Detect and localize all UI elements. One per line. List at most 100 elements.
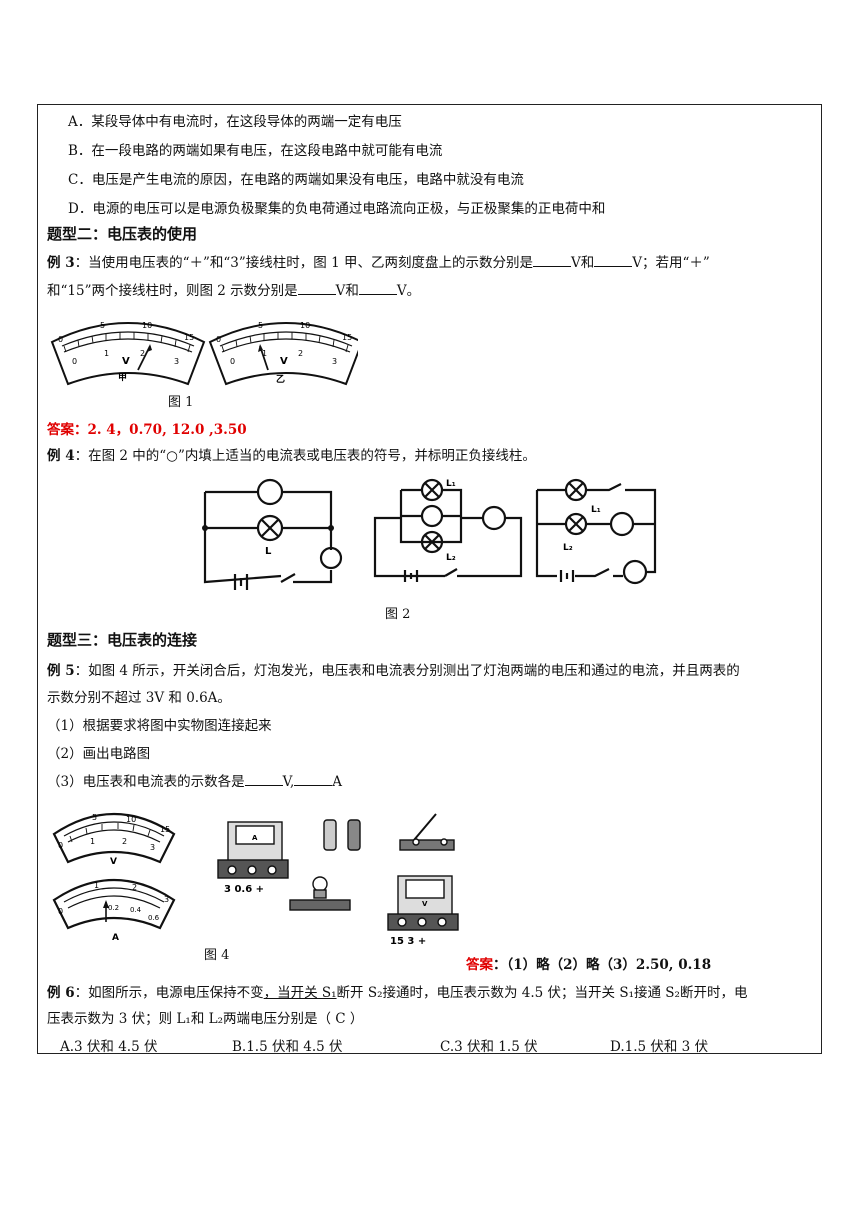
ammeter-device (217, 821, 289, 879)
lamp-holder (289, 876, 351, 911)
battery-cells (323, 819, 361, 851)
answer-blank[interactable] (297, 282, 336, 295)
answer-blank[interactable] (294, 773, 333, 786)
svg-text:0.6: 0.6 (148, 914, 160, 922)
answer-text: ：（1）略（2）略（3）2.50, 0.18 (493, 957, 712, 973)
svg-text:V: V (422, 900, 428, 908)
svg-text:1: 1 (90, 837, 95, 846)
ammeter-terminal-labels: 3 0.6 + (224, 884, 264, 895)
choice-c: C.3 伏和 1.5 伏 (440, 1039, 538, 1055)
example-6-line2: 压表示数为 3 伏；则 L₁和 L₂两端电压分别是（ C ） (47, 1011, 364, 1027)
answer-label: 答案 (466, 957, 493, 973)
scale-bottom-3: 3 (332, 357, 337, 366)
scale-top-15: 15 (184, 333, 194, 342)
example-5-line1: 例 5：如图 4 所示，开关闭合后，灯泡发光，电压表和电流表分别测出了灯泡两端的… (47, 663, 740, 679)
lamp-label-l: L (265, 546, 272, 557)
ammeter-dial: 0 1 2 3 0.2 0.4 0.6 A (52, 878, 176, 943)
scale-bottom-1: 1 (104, 349, 109, 358)
svg-text:0: 0 (58, 907, 63, 916)
example-5-item2: （2）画出电路图 (47, 746, 151, 762)
scale-bottom-1: 1 (262, 349, 267, 358)
meter-unit-v: V (122, 356, 130, 367)
junction-dot (328, 525, 334, 531)
option-c: C．电压是产生电流的原因，在电路的两端如果没有电压，电路中就没有电流 (68, 172, 524, 188)
example-label: 例 3 (47, 255, 75, 271)
svg-text:2: 2 (122, 837, 127, 846)
svg-text:A: A (252, 834, 258, 842)
junction-dot (202, 525, 208, 531)
svg-text:1: 1 (94, 881, 99, 890)
meter-dial-left: 0 5 10 15 0 1 2 3 V 甲 (50, 321, 206, 386)
choice-b: B.1.5 伏和 4.5 伏 (232, 1039, 343, 1055)
scale-bottom-0: 0 (72, 357, 77, 366)
example-5-item1: （1）根据要求将图中实物图连接起来 (47, 718, 272, 734)
choice-d: D.1.5 伏和 3 伏 (610, 1039, 709, 1055)
example-4-line: 例 4：在图 2 中的“○”内填上适当的电流表或电压表的符号，并标明正负接线柱。 (47, 448, 536, 464)
voltmeter-unit: V (110, 857, 117, 867)
scale-top-15: 15 (342, 333, 352, 342)
circuit-2 (373, 478, 523, 582)
option-d: D．电源的电压可以是电源负极聚集的负电荷通过电路流向正极，与正极聚集的正电荷中和 (68, 201, 606, 217)
answer-label: 答案 (47, 422, 74, 438)
example-5-answer: 答案：（1）略（2）略（3）2.50, 0.18 (466, 953, 711, 973)
ammeter-unit: A (112, 933, 119, 943)
svg-text:3: 3 (150, 843, 155, 852)
figure-2-caption: 图 2 (385, 607, 411, 622)
scale-bottom-2: 2 (298, 349, 303, 358)
voltmeter-device (387, 875, 459, 931)
scale-top-5: 5 (258, 321, 263, 330)
circuit-3 (535, 478, 657, 585)
answer-blank[interactable] (244, 773, 283, 786)
svg-text:2: 2 (132, 883, 137, 892)
figure-1-caption: 图 1 (168, 395, 194, 410)
svg-text:0: 0 (58, 841, 63, 850)
answer-blank[interactable] (358, 282, 397, 295)
lamp-label-l1: L₁ (591, 505, 601, 515)
voltmeter-dial: 0 5 10 15 1 2 3 V (52, 812, 176, 867)
option-a: A．某段导体中有电流时，在这段导体的两端一定有电压 (68, 114, 402, 130)
knife-switch (399, 813, 455, 851)
svg-text:3: 3 (164, 895, 169, 904)
circuit-1 (203, 478, 343, 590)
answer-blank[interactable] (532, 254, 571, 267)
svg-text:15: 15 (160, 825, 170, 834)
answer-text: ：2. 4，0.70, 12.0 ,3.50 (74, 422, 247, 438)
scale-bottom-2: 2 (140, 349, 145, 358)
lamp-label-l2: L₂ (446, 553, 456, 563)
scale-top-0: 0 (58, 335, 63, 344)
scale-bottom-3: 3 (174, 357, 179, 366)
scale-top-5: 5 (100, 321, 105, 330)
voltmeter-terminal-labels: 15 3 + (390, 936, 426, 947)
figure-2: L L₁ L₂ L₁ L₂ (202, 478, 657, 590)
choice-a: A.3 伏和 4.5 伏 (60, 1039, 158, 1055)
example-label: 例 5 (47, 663, 75, 679)
lamp-label-l1: L₁ (446, 479, 456, 489)
svg-text:5: 5 (92, 813, 97, 822)
example-label: 例 6 (47, 985, 75, 1001)
figure-1: 0 5 10 15 0 1 2 3 V 甲 0 5 10 15 0 1 2 3 … (50, 321, 358, 386)
example-6-line1: 例 6：如图所示，电源电压保持不变，当开关 S₁断开 S₂接通时，电压表示数为 … (47, 985, 748, 1001)
example-3-answer: 答案：2. 4，0.70, 12.0 ,3.50 (47, 418, 247, 438)
meter-label-yi: 乙 (276, 374, 285, 385)
svg-text:10: 10 (126, 815, 136, 824)
meter-label-jia: 甲 (118, 372, 127, 383)
figure-4: 0 5 10 15 1 2 3 V 0 1 2 3 0.2 0.4 0.6 A … (52, 812, 459, 947)
example-3-line1: 例 3：当使用电压表的“＋”和“3”接线柱时，图 1 甲、乙两刻度盘上的示数分别… (47, 254, 710, 271)
option-b: B．在一段电路的两端如果有电压，在这段电路中就可能有电流 (68, 143, 443, 159)
meter-dial-right: 0 5 10 15 0 1 2 3 V 乙 (208, 321, 358, 386)
scale-top-10: 10 (300, 321, 310, 330)
answer-blank[interactable] (594, 254, 633, 267)
figure-4-caption: 图 4 (204, 948, 230, 963)
section-heading: 题型三：电压表的连接 (47, 631, 198, 649)
example-label: 例 4 (47, 448, 75, 464)
svg-text:0.4: 0.4 (130, 906, 142, 914)
scale-top-10: 10 (142, 321, 152, 330)
scale-top-0: 0 (216, 335, 221, 344)
svg-text:0.2: 0.2 (108, 904, 119, 912)
content-frame (37, 104, 822, 1054)
lamp-label-l2: L₂ (563, 543, 573, 553)
meter-unit-v: V (280, 356, 288, 367)
scale-bottom-0: 0 (230, 357, 235, 366)
